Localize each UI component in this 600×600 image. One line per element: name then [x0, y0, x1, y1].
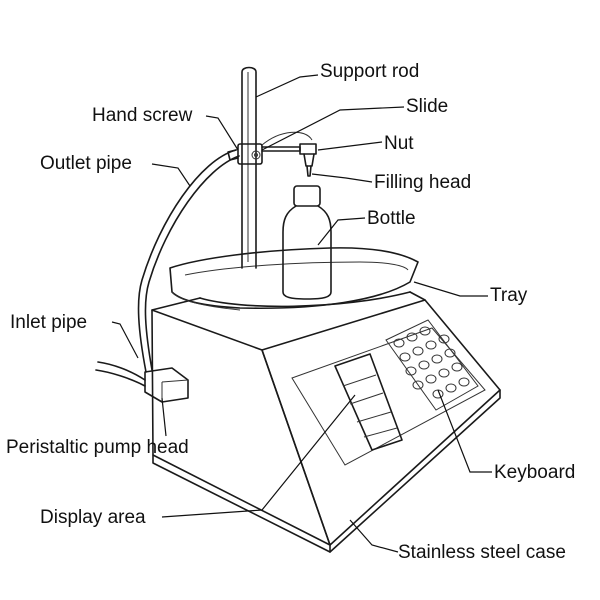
leader-nut: [317, 141, 383, 151]
peristaltic-pump-head: [144, 367, 189, 403]
label-hand-screw: Hand screw: [92, 105, 193, 126]
label-nut: Nut: [384, 133, 414, 154]
bottle: [282, 185, 332, 300]
label-stainless-steel-case: Stainless steel case: [398, 542, 566, 563]
label-display-area: Display area: [40, 507, 146, 528]
keyboard: [385, 319, 479, 411]
leader-tray: [413, 281, 488, 297]
label-keyboard: Keyboard: [494, 462, 576, 483]
support-rod: [241, 66, 257, 269]
tray: [169, 247, 419, 311]
label-inlet-pipe: Inlet pipe: [10, 312, 88, 333]
leader-bottle: [317, 217, 366, 246]
leader-inlet-pipe: [111, 321, 139, 359]
leader-lines: [111, 74, 492, 553]
label-slide: Slide: [406, 96, 449, 117]
label-filling-head: Filling head: [374, 172, 472, 193]
leader-filling-head: [311, 173, 373, 183]
nut: [299, 143, 317, 167]
display-area: [291, 327, 486, 466]
filling-head: [306, 165, 312, 177]
label-tray: Tray: [490, 285, 528, 306]
label-outlet-pipe: Outlet pipe: [40, 153, 132, 174]
leader-slide: [261, 106, 405, 151]
slide: [227, 143, 301, 165]
leader-pump-head: [161, 397, 167, 437]
leader-hand-screw: [205, 115, 239, 151]
leader-keyboard: [437, 389, 492, 473]
leader-display-area: [161, 394, 356, 518]
label-peristaltic-pump-head: Peristaltic pump head: [6, 437, 189, 458]
label-support-rod: Support rod: [320, 61, 420, 82]
leader-outlet-pipe: [151, 163, 191, 187]
leader-stainless-steel-case: [349, 519, 399, 553]
outlet-pipe: [137, 131, 313, 373]
inlet-pipe: [95, 361, 146, 387]
label-bottle: Bottle: [367, 208, 416, 229]
stainless-steel-case: [151, 291, 501, 553]
leader-support-rod: [255, 74, 319, 98]
